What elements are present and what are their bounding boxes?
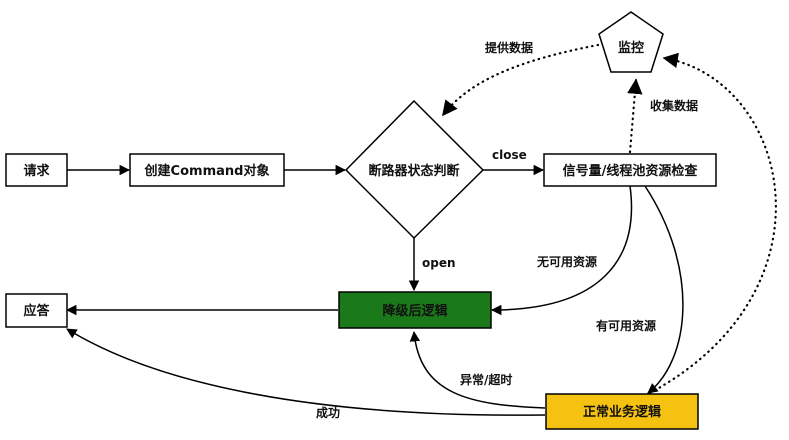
- edge-labels: close open 无可用资源 有可用资源 异常/超时 成功 提供数据 收集数…: [316, 40, 698, 420]
- label-open: open: [422, 256, 456, 270]
- edges: [65, 164, 684, 416]
- label-provide-data: 提供数据: [485, 40, 533, 55]
- label-collect-data: 收集数据: [650, 98, 698, 113]
- node-create-command-label: 创建Command对象: [144, 163, 270, 179]
- node-request: 请求: [5, 153, 68, 187]
- node-circuit-check-label: 断路器状态判断: [368, 163, 459, 179]
- node-monitor: 监控: [598, 11, 664, 73]
- node-response-label: 应答: [23, 303, 50, 319]
- node-fallback-label: 降级后逻辑: [382, 303, 447, 319]
- node-request-label: 请求: [23, 163, 50, 179]
- node-resource-check-label: 信号量/线程池资源检查: [563, 163, 699, 179]
- node-create-command: 创建Command对象: [129, 153, 285, 187]
- label-success: 成功: [316, 405, 340, 420]
- node-normal-logic-label: 正常业务逻辑: [583, 404, 661, 420]
- label-close: close: [492, 148, 527, 162]
- edge-resource-to-monitor: [627, 78, 643, 154]
- dotted-edges: [441, 43, 777, 395]
- edge-normal-to-monitor: [648, 52, 777, 395]
- edge-resource-to-normal: [644, 185, 684, 394]
- node-response: 应答: [5, 293, 68, 328]
- label-error-timeout: 异常/超时: [460, 372, 512, 387]
- node-monitor-label: 监控: [618, 40, 644, 56]
- node-circuit-check: 断路器状态判断: [344, 99, 485, 240]
- edge-monitor-to-circuit: [441, 43, 600, 117]
- edge-normal-to-fallback: [409, 330, 546, 409]
- label-has-resource: 有可用资源: [596, 318, 656, 333]
- edge-resource-to-fallback: [490, 185, 633, 316]
- edge-normal-to-response: [66, 328, 546, 416]
- label-no-resource: 无可用资源: [536, 254, 597, 269]
- node-normal-logic: 正常业务逻辑: [545, 393, 699, 430]
- node-fallback: 降级后逻辑: [338, 291, 492, 329]
- node-resource-check: 信号量/线程池资源检查: [543, 153, 717, 187]
